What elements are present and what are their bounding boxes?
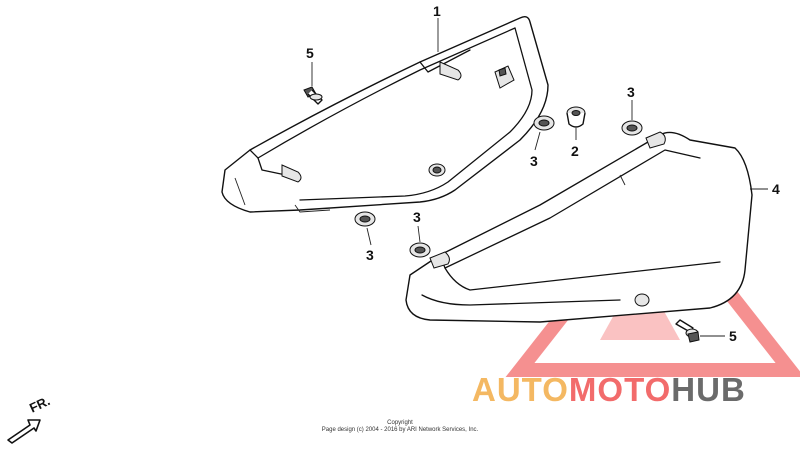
callout-part-3-d: 3	[413, 209, 421, 225]
grommet-part-b	[621, 120, 643, 136]
callout-part-3-b: 3	[627, 84, 635, 100]
callout-part-4: 4	[772, 181, 780, 197]
watermark-moto: MOTO	[568, 371, 672, 408]
leader-lines	[311, 18, 768, 337]
copyright-notice: Page design (c) 2004 - 2016 by ARI Netwo…	[321, 427, 479, 433]
watermark-hub: HUB	[671, 371, 746, 408]
callout-part-3-a: 3	[530, 153, 538, 169]
grommet-part-d	[409, 242, 431, 258]
watermark-brand-text: AUTOMOTOHUB	[472, 370, 746, 410]
copyright-title: Copyright	[387, 420, 413, 426]
side-cover-left-part	[221, 15, 549, 213]
grommet-part-a	[533, 115, 555, 131]
callout-part-1: 1	[433, 3, 441, 19]
grommet-part-c	[354, 211, 376, 227]
collar-part	[566, 106, 586, 128]
callout-part-5-top: 5	[306, 45, 314, 61]
bolt-part-a	[303, 86, 323, 105]
watermark-auto: AUTO	[472, 371, 569, 408]
callout-part-2: 2	[571, 143, 579, 159]
callout-part-3-c: 3	[366, 247, 374, 263]
side-cover-right-part	[405, 131, 753, 323]
bolt-part-b	[675, 319, 700, 343]
callout-part-5-bottom: 5	[729, 328, 737, 344]
front-arrow-icon	[7, 419, 41, 444]
